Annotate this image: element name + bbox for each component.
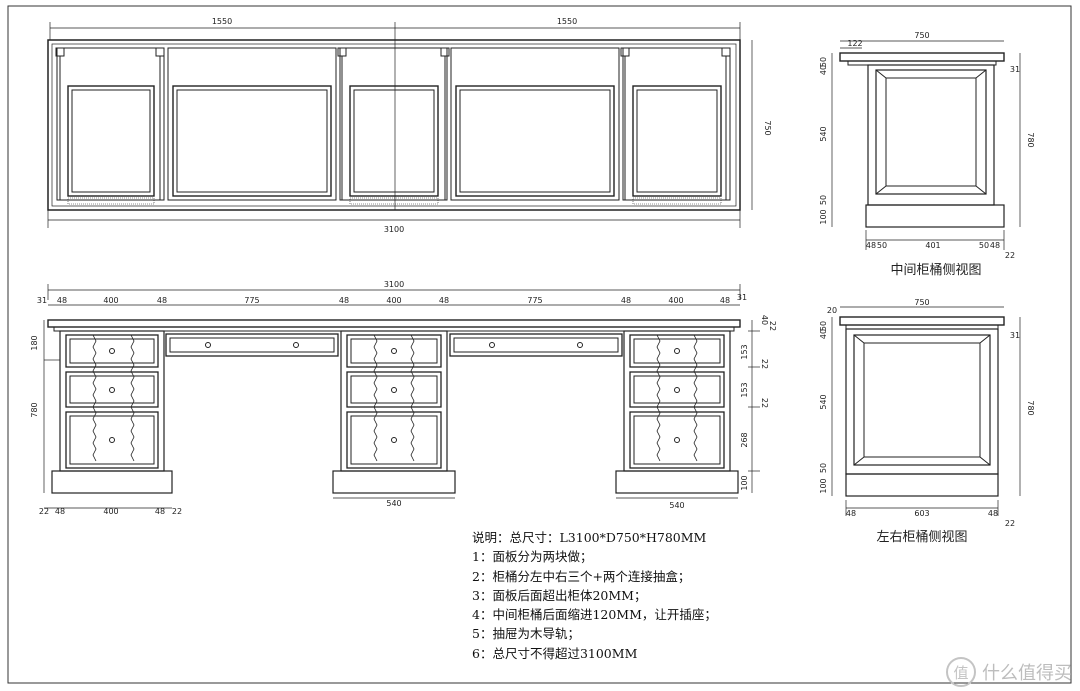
dim-total-length: 3100 — [384, 225, 404, 234]
dim-right-153a: 153 — [740, 344, 749, 359]
dim-lr-b603: 603 — [914, 509, 929, 518]
note-line: 5：抽屉为木导轨； — [472, 626, 580, 642]
dim-top-4: 775 — [244, 296, 259, 305]
dim-mid-50a: 50 — [819, 57, 828, 67]
dim-top-0: 31 — [37, 296, 47, 305]
middle-side-title: 中间柜桶侧视图 — [890, 263, 981, 278]
dim-lr-b48b: 48 — [988, 509, 998, 518]
dim-lr-20: 20 — [827, 306, 837, 315]
dim-top-11: 48 — [720, 296, 730, 305]
dim-mid-50b: 50 — [819, 195, 828, 205]
dim-mid-750: 750 — [914, 31, 929, 40]
note-line: 说明：总尺寸：L3100*D750*H780MM — [472, 530, 707, 545]
dim-mid-b48a: 48 — [866, 241, 876, 250]
dim-bottom-48b: 48 — [155, 507, 165, 516]
dim-top-1: 48 — [57, 296, 67, 305]
dim-lr-b48a: 48 — [846, 509, 856, 518]
lr-side-title: 左右柜桶侧视图 — [876, 530, 967, 545]
dim-bottom-22b: 22 — [172, 507, 182, 516]
dim-right-153b: 153 — [740, 382, 749, 397]
note-line: 3：面板后面超出柜体20MM； — [472, 587, 647, 603]
middle-side-view — [831, 40, 1021, 250]
dim-top-7: 48 — [439, 296, 449, 305]
dim-top-2: 400 — [103, 296, 118, 305]
dim-lr-540: 540 — [819, 394, 828, 409]
dim-front-total: 3100 — [384, 280, 404, 289]
dim-base-right: 540 — [669, 501, 684, 510]
note-line: 2：柜桶分左中右三个+两个连接抽盒； — [472, 568, 691, 584]
dim-top-8: 775 — [527, 296, 542, 305]
middle-side-dims: 122 750 50 40 540 50 100 31 780 48 50 40… — [819, 31, 1035, 278]
drawing-border — [7, 5, 1072, 684]
dim-mid-b22: 22 — [1005, 251, 1015, 260]
dim-right-half: 1550 — [557, 17, 577, 26]
dim-right-40: 40 — [760, 315, 769, 325]
notes-block: 说明：总尺寸：L3100*D750*H780MM 1：面板分为两块做； 2：柜桶… — [472, 528, 717, 663]
dim-lr-b22: 22 — [1005, 519, 1015, 528]
dim-top-9: 48 — [621, 296, 631, 305]
dim-right-22c: 22 — [760, 398, 769, 408]
dim-top-10: 400 — [668, 296, 683, 305]
dim-top-12: 31 — [737, 293, 747, 302]
dim-left-half: 1550 — [212, 17, 232, 26]
dim-lr-750: 750 — [914, 298, 929, 307]
dim-right-22b: 22 — [760, 359, 769, 369]
dim-lr-100: 100 — [819, 478, 828, 493]
dim-mid-b50b: 50 — [979, 241, 989, 250]
dim-right-22a: 22 — [768, 321, 777, 331]
lr-side-dims: 20 750 50 40 540 50 100 31 780 48 603 48… — [819, 298, 1035, 545]
smzdm-value-icon: 值 — [946, 657, 976, 687]
dim-lr-31: 31 — [1010, 331, 1020, 340]
dim-bottom-400: 400 — [103, 507, 118, 516]
front-elevation-view — [43, 284, 760, 509]
top-plan-dims: 1550 1550 3100 750 — [212, 17, 772, 234]
dim-lr-50a: 50 — [819, 321, 828, 331]
dim-lr-780: 780 — [1026, 400, 1035, 415]
note-line: 6：总尺寸不得超过3100MM — [472, 645, 638, 661]
watermark: 值 什么值得买 — [946, 657, 1072, 687]
dim-bottom-22a: 22 — [39, 507, 49, 516]
dim-left-180: 180 — [30, 335, 39, 350]
dim-mid-b401: 401 — [925, 241, 940, 250]
dim-lr-50b: 50 — [819, 463, 828, 473]
dim-base-center: 540 — [386, 499, 401, 508]
top-plan-view — [47, 22, 753, 228]
note-line: 1：面板分为两块做； — [472, 549, 593, 565]
dim-right-100: 100 — [740, 475, 749, 490]
dim-mid-b50a: 50 — [877, 241, 887, 250]
lr-side-view — [831, 306, 1021, 516]
dim-lr-40: 40 — [819, 329, 828, 339]
dim-mid-540: 540 — [819, 126, 828, 141]
dim-mid-31: 31 — [1010, 65, 1020, 74]
dim-top-3: 48 — [157, 296, 167, 305]
dim-mid-780: 780 — [1026, 132, 1035, 147]
dim-mid-b48b: 48 — [990, 241, 1000, 250]
dim-left-780: 780 — [30, 402, 39, 417]
dim-top-6: 400 — [386, 296, 401, 305]
dim-top-5: 48 — [339, 296, 349, 305]
dim-right-268: 268 — [740, 432, 749, 447]
dim-depth: 750 — [763, 120, 772, 135]
note-line: 4：中间柜桶后面缩进120MM，让开插座； — [472, 607, 717, 623]
dim-bottom-48a: 48 — [55, 507, 65, 516]
front-elevation-dims: 3100 31 48 400 48 775 48 400 48 775 48 4… — [30, 280, 777, 516]
dim-mid-100: 100 — [819, 209, 828, 224]
dim-mid-40: 40 — [819, 65, 828, 75]
watermark-text: 什么值得买 — [982, 663, 1072, 684]
dim-mid-122: 122 — [847, 39, 862, 48]
